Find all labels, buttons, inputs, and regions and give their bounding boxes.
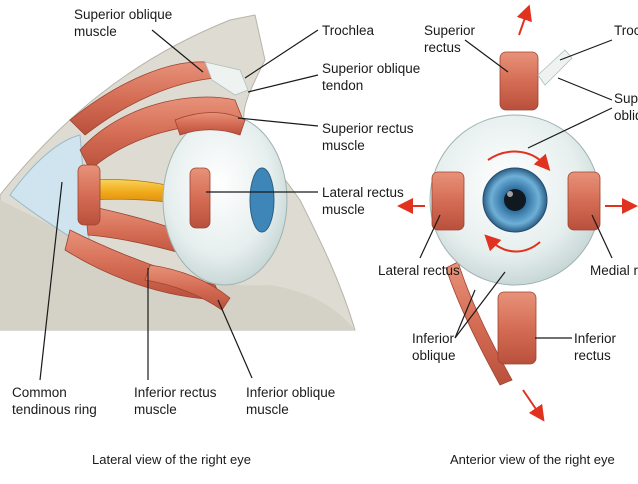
- orbit-bone-lower: [0, 200, 355, 330]
- label-inferior-rectus-muscle-line2: muscle: [134, 402, 177, 417]
- lateral-leader-lines: [39, 29, 319, 381]
- caption-anterior-view: Anterior view of the right eye: [450, 452, 615, 467]
- label-superior-rectus-muscle-line2: muscle: [322, 138, 365, 153]
- label-common-tendinous-ring: Common tendinous ring: [12, 384, 97, 418]
- label-common-tendinous-ring-line1: Common: [12, 385, 67, 400]
- label-anterior-superior-rectus: Superior rectus: [424, 22, 475, 56]
- superior-rectus-anterior-shape: [499, 51, 539, 111]
- arrow-up: [516, 4, 532, 36]
- cornea-lateral-shape: [249, 167, 275, 233]
- label-superior-oblique-muscle: Superior oblique muscle: [74, 6, 172, 40]
- label-anterior-inferior-rectus-line1: Inferior: [574, 331, 617, 346]
- label-inferior-oblique-muscle-line2: muscle: [246, 402, 289, 417]
- label-trochlea: Trochlea: [322, 23, 375, 38]
- label-common-tendinous-ring-line2: tendinous ring: [12, 402, 97, 417]
- label-anterior-trochlea: Troch: [614, 23, 638, 38]
- anterior-leader-lines: [419, 39, 613, 339]
- lateral-rectus-insertion-shape: [189, 167, 211, 229]
- label-anterior-superior-oblique-line2: obliq: [614, 108, 638, 123]
- label-anterior-inferior-rectus-line2: rectus: [574, 348, 611, 363]
- label-lateral-rectus-muscle-line1: Lateral rectus: [322, 185, 404, 200]
- label-anterior-inferior-oblique-line1: Inferior: [412, 331, 455, 346]
- caption-lateral-view: Lateral view of the right eye: [92, 452, 251, 467]
- inferior-rectus-anterior-shape: [497, 291, 537, 365]
- label-anterior-inferior-oblique: Inferior oblique: [412, 330, 456, 364]
- label-inferior-oblique-muscle: Inferior oblique muscle: [246, 384, 335, 418]
- rotation-arc-top: [487, 150, 551, 171]
- label-superior-rectus-muscle-line1: Superior rectus: [322, 121, 414, 136]
- label-anterior-superior-rectus-line1: Superior: [424, 23, 476, 38]
- superior-oblique-tendon-shape: [204, 61, 249, 96]
- superior-rectus-insertion-shape: [174, 112, 246, 136]
- label-superior-oblique-muscle-line1: Superior oblique: [74, 7, 173, 22]
- common-tendinous-ring-shape: [77, 164, 101, 226]
- label-inferior-oblique-muscle-line1: Inferior oblique: [246, 385, 336, 400]
- label-anterior-superior-oblique-line1: Supe: [614, 91, 638, 106]
- pupil-shape: [504, 189, 526, 211]
- rotation-arc-bottom: [484, 234, 541, 253]
- pupil-highlight: [507, 191, 513, 197]
- label-superior-oblique-tendon: Superior oblique tendon: [322, 60, 420, 94]
- label-inferior-rectus-muscle: Inferior rectus muscle: [134, 384, 217, 418]
- superior-oblique-tendon-anterior-shape: [537, 49, 573, 86]
- label-anterior-inferior-oblique-line2: oblique: [412, 348, 456, 363]
- label-anterior-superior-rectus-line2: rectus: [424, 40, 461, 55]
- label-superior-oblique-tendon-line2: tendon: [322, 78, 364, 93]
- label-anterior-inferior-rectus: Inferior rectus: [574, 330, 616, 364]
- label-superior-oblique-muscle-line2: muscle: [74, 24, 117, 39]
- label-lateral-rectus-muscle: Lateral rectus muscle: [322, 184, 404, 218]
- label-anterior-superior-oblique: Supe obliq: [614, 90, 638, 124]
- label-superior-rectus-muscle: Superior rectus muscle: [322, 120, 414, 154]
- label-anterior-lateral-rectus: Lateral rectus: [378, 263, 460, 278]
- label-superior-oblique-tendon-line1: Superior oblique: [322, 61, 421, 76]
- arrow-down: [522, 389, 545, 422]
- lateral-view-drawing: [0, 14, 356, 331]
- inferior-oblique-anterior-shape: [445, 261, 513, 386]
- label-inferior-rectus-muscle-line1: Inferior rectus: [134, 385, 217, 400]
- label-anterior-medial-rectus: Medial re: [590, 263, 638, 278]
- label-lateral-rectus-muscle-line2: muscle: [322, 202, 365, 217]
